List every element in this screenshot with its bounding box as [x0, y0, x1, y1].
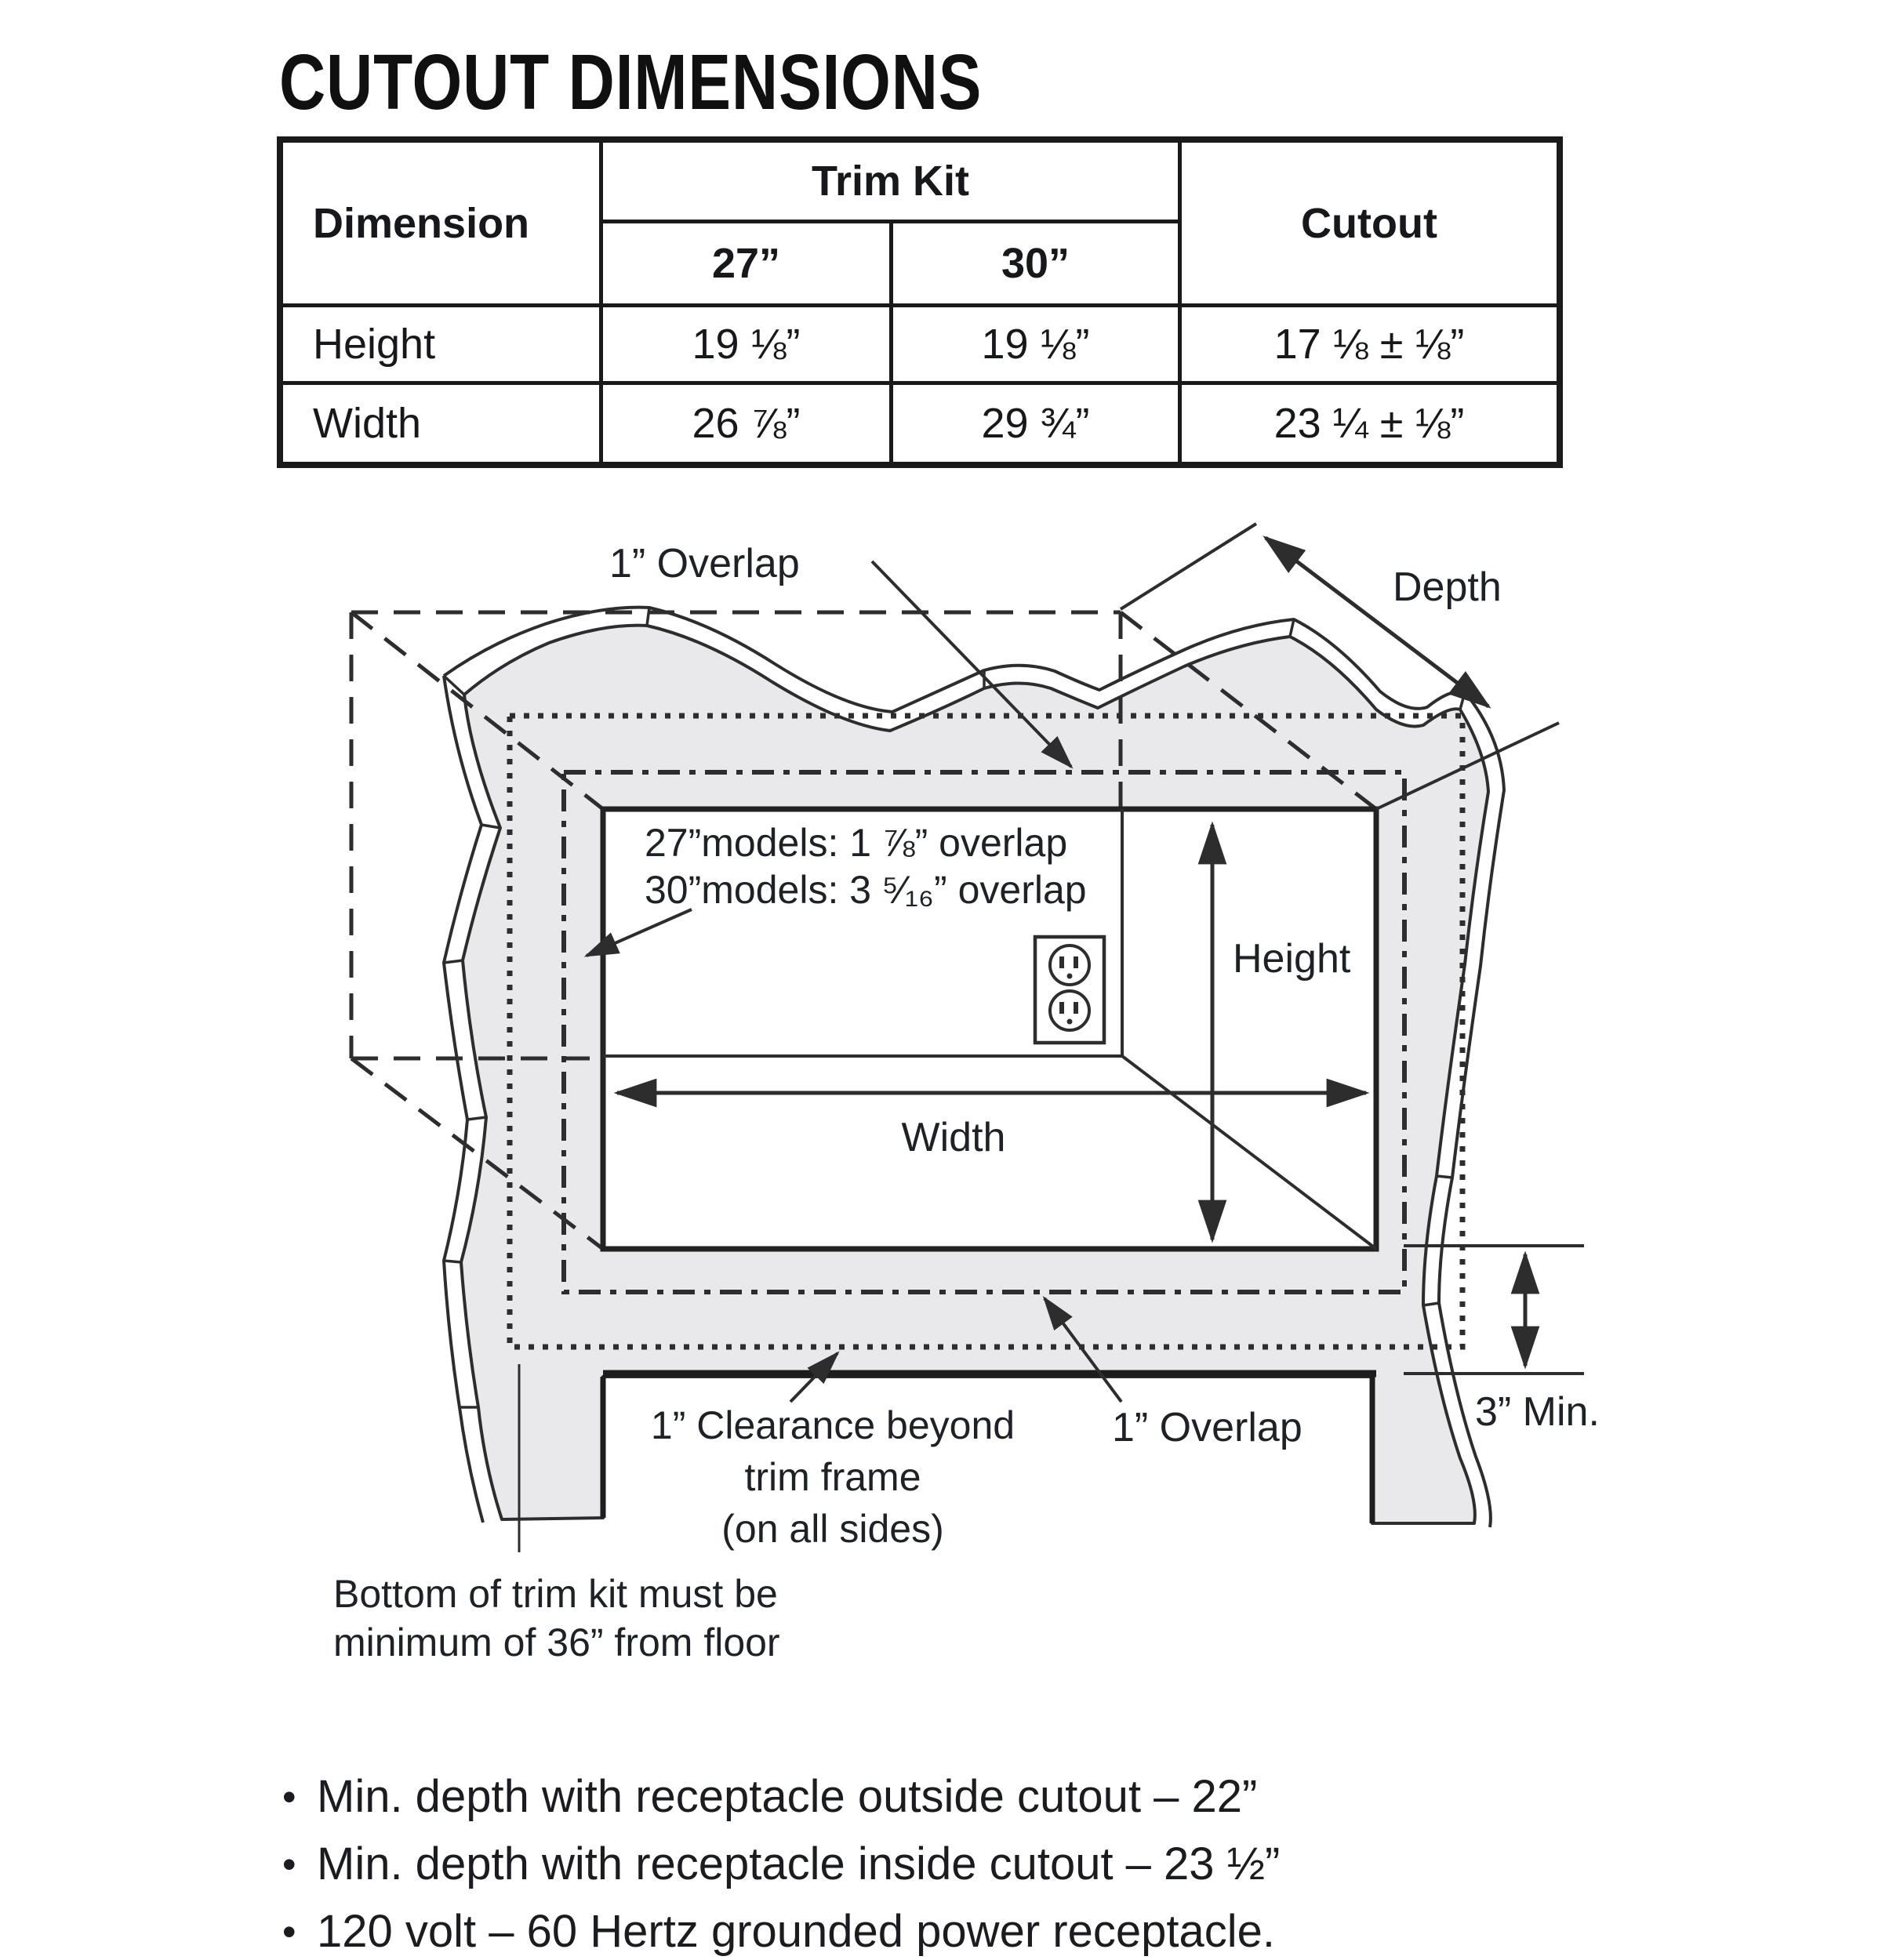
leader-models-note: [583, 908, 692, 957]
min-clearance-dimension: [1404, 1244, 1584, 1375]
cell-width-30: 29 ¾”: [889, 381, 1182, 466]
dimensions-table: Dimension Trim Kit Cutout 27” 30” Height…: [277, 136, 1563, 468]
label-overlap-bottom: 1” Overlap: [1112, 1405, 1303, 1450]
label-overlap-top: 1” Overlap: [609, 541, 800, 586]
note-text: 120 volt – 60 Hertz grounded power recep…: [317, 1906, 1275, 1957]
label-bottom-note-line2: minimum of 36” from floor: [333, 1621, 780, 1664]
header-cell-30: 30”: [889, 220, 1182, 307]
table-row-height: Height 19 ⅛” 19 ⅛” 17 ⅛ ± ⅛”: [279, 303, 1560, 385]
power-outlet-icon: [1033, 935, 1106, 1045]
label-clearance-line1: 1” Clearance beyond: [651, 1403, 1015, 1447]
label-models-27: 27”models: 1 ⅞” overlap: [645, 821, 1067, 865]
cell-height-cutout: 17 ⅛ ± ⅛”: [1178, 303, 1560, 385]
note-item: • 120 volt – 60 Hertz grounded power rece…: [282, 1905, 1275, 1958]
leader-clearance: [789, 1351, 840, 1403]
leader-lines: [518, 560, 1123, 1552]
cell-height-label: Height: [279, 303, 603, 385]
label-depth: Depth: [1393, 564, 1502, 610]
clearance-dotted-outline: [507, 713, 1466, 1350]
note-item: • Min. depth with receptacle inside cutou…: [282, 1838, 1280, 1890]
label-bottom-note-line1: Bottom of trim kit must be: [333, 1572, 778, 1616]
cutout-opening: [600, 806, 1379, 1252]
leader-overlap-top: [870, 560, 1074, 769]
label-width: Width: [902, 1115, 1006, 1160]
note-text: Min. depth with receptacle outside cutou…: [317, 1771, 1258, 1822]
label-models-30: 30”models: 3 ⁵⁄₁₆” overlap: [645, 868, 1087, 912]
diagram-labels: 1” Overlap Depth 27”models: 1 ⅞” overlap…: [333, 541, 1600, 1664]
cutout-dashdot-outline: [561, 770, 1407, 1294]
page-title: CUTOUT DIMENSIONS: [279, 38, 983, 126]
label-height: Height: [1233, 936, 1351, 982]
cabinet-opening-lines: [600, 1370, 1376, 1523]
bullet-icon: •: [282, 1775, 296, 1819]
bullet-icon: •: [282, 1842, 296, 1886]
label-clearance-line2: trim frame: [745, 1455, 921, 1499]
bullet-icon: •: [282, 1910, 296, 1954]
cell-height-30: 19 ⅛”: [889, 303, 1182, 385]
label-min3: 3” Min.: [1475, 1389, 1600, 1435]
cell-height-27: 19 ⅛”: [599, 303, 893, 385]
label-clearance-line3: (on all sides): [721, 1507, 943, 1551]
leader-overlap-bottom: [1042, 1296, 1123, 1403]
cutout-dimensions-table: Dimension Trim Kit Cutout 27” 30” Height…: [277, 136, 1563, 468]
table-row-width: Width 26 ⅞” 29 ¾” 23 ¼ ± ⅛”: [279, 381, 1560, 466]
cell-width-27: 26 ⅞”: [599, 381, 893, 466]
note-text: Min. depth with receptacle inside cutout…: [317, 1838, 1281, 1889]
note-item: • Min. depth with receptacle outside cuto…: [282, 1770, 1257, 1823]
cell-width-label: Width: [279, 381, 603, 466]
torn-edge-outer-left: [442, 675, 485, 1523]
trim-kit-dashed-outline: [349, 610, 1378, 1250]
header-cell-dimension: Dimension: [279, 139, 603, 307]
depth-dimension-arrow: [1119, 522, 1560, 811]
header-cell-cutout: Cutout: [1178, 139, 1560, 307]
cell-width-cutout: 23 ¼ ± ⅛”: [1178, 381, 1560, 466]
header-cell-trim-kit: Trim Kit: [599, 139, 1182, 223]
header-cell-27: 27”: [599, 220, 893, 307]
